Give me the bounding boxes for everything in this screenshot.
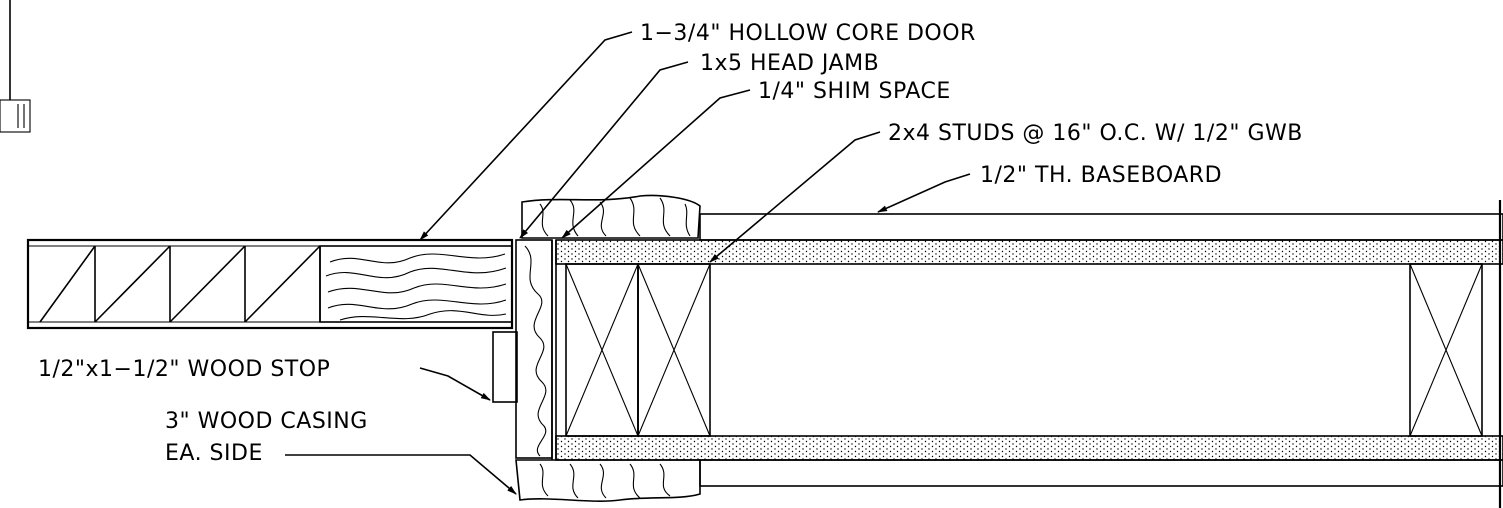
- label-wood-casing: 3" WOOD CASING: [165, 409, 368, 434]
- baseboard: [699, 213, 1503, 487]
- shim-space: [551, 240, 557, 460]
- partial-adjacent-detail: [0, 0, 31, 133]
- stud-pair: [565, 263, 711, 437]
- stud-wall: [555, 200, 1503, 508]
- bottom-casing: [515, 459, 701, 502]
- label-shim-space: 1/4" SHIM SPACE: [758, 79, 951, 104]
- door-solid-block: [319, 245, 513, 323]
- label-wood-stop: 1/2"x1−1/2" WOOD STOP: [38, 357, 330, 382]
- label-hollow-core-door: 1−3/4" HOLLOW CORE DOOR: [640, 21, 976, 46]
- callout-labels: 1−3/4" HOLLOW CORE DOOR 1x5 HEAD JAMB 1/…: [38, 21, 1303, 466]
- head-jamb: [515, 239, 553, 459]
- label-baseboard: 1/2" TH. BASEBOARD: [980, 163, 1222, 188]
- top-casing: [521, 194, 701, 239]
- label-each-side: EA. SIDE: [165, 441, 263, 466]
- wood-stop: [492, 331, 518, 403]
- label-head-jamb: 1x5 HEAD JAMB: [700, 51, 879, 76]
- stud-right: [1409, 263, 1483, 437]
- hollow-core-door: [26, 238, 514, 330]
- leader-lines: [285, 31, 971, 495]
- label-studs: 2x4 STUDS @ 16" O.C. W/ 1/2" GWB: [888, 121, 1303, 146]
